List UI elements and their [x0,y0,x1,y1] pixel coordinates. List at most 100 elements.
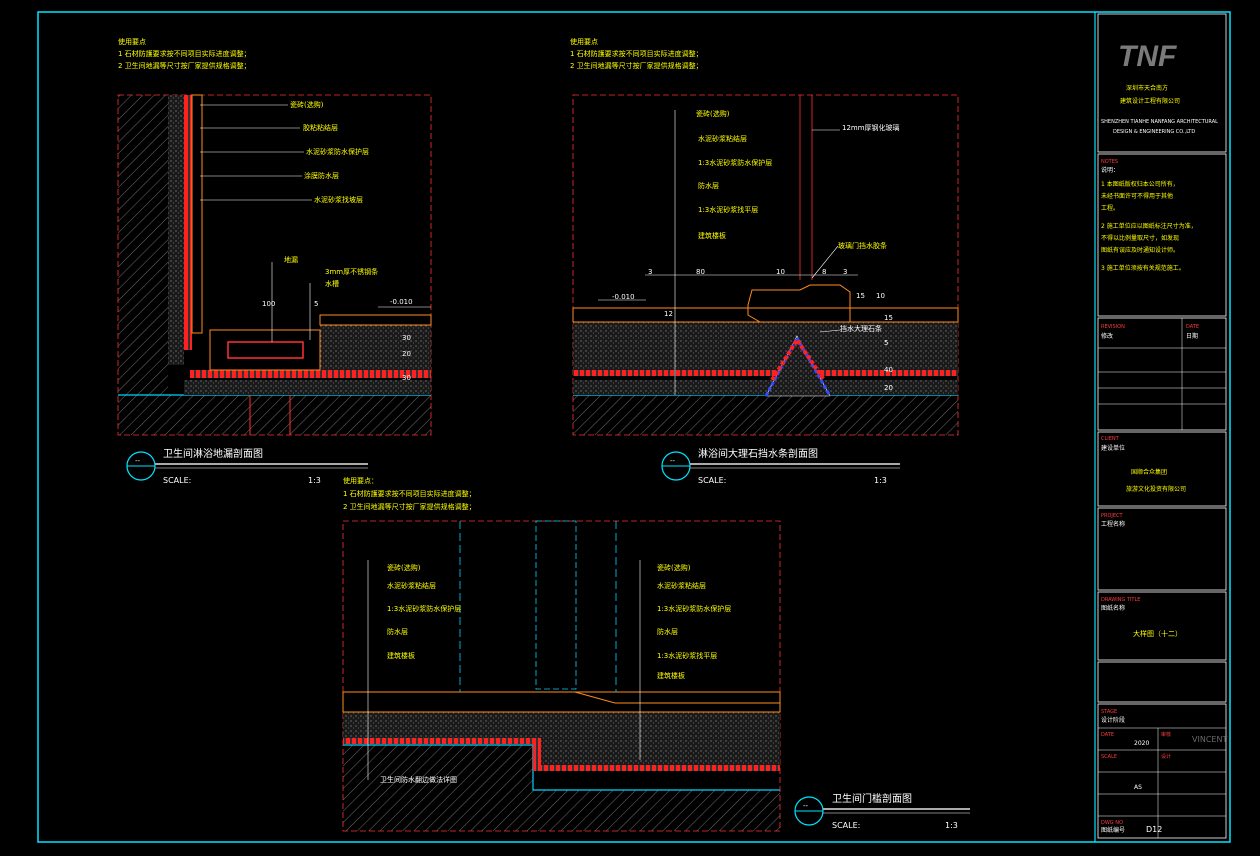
detail-3-notes-title: 使用要点： [343,476,378,485]
detail-1-note: 2 卫生间地漏等尺寸按厂家提供规格调整； [118,61,251,70]
tb-stage-sub: 设计阶段 [1101,716,1125,724]
detail-2-label: 1:3水泥砂浆防水保护层 [698,158,772,167]
detail-1-dim: 100 [262,300,275,308]
detail-2-dim: 10 [876,292,885,300]
detail-2-note: 2 卫生间地漏等尺寸按厂家提供规格调整； [570,61,703,70]
detail-2-scale-label: SCALE: [698,476,726,485]
detail-2-dim: 20 [884,384,893,392]
detail-1-label: 胶粘粘结层 [303,123,338,132]
tb-signature: VINCENT [1192,735,1227,744]
detail-3-right-label: 防水层 [657,627,678,636]
detail-3-right-label: 水泥砂浆粘结层 [657,581,706,590]
tb-client-name: 国顺合众集团 [1131,468,1167,476]
detail-2-label: 1:3水泥砂浆找平层 [698,205,758,214]
tb-revision-head: REVISION [1101,324,1125,330]
title-block: TNF 深圳市天合南方 建筑设计工程有限公司 SHENZHEN TIANHE N… [1097,13,1227,839]
detail-2-dim: 10 [776,268,785,276]
detail-3-right-label: 建筑楼板 [657,671,685,680]
detail-1-dim: 20 [402,350,411,358]
detail-3-note: 1 石材防護要求按不同项目实际进度调整； [343,489,476,498]
tb-number-label: DWG NO [1101,820,1123,826]
tb-client-sub: 建设单位 [1101,444,1125,452]
detail-3-left-label: 瓷砖(选购) [387,563,421,572]
tb-note: 2 施工单位应以图纸标注尺寸为准， [1101,222,1197,230]
detail-1-dim: 5 [314,300,318,308]
tb-project-sub: 工程名称 [1101,520,1125,528]
detail-3-tag: -- [803,802,809,810]
detail-3-right-label: 1:3水泥砂浆防水保护层 [657,604,731,613]
detail-2-label: 防水层 [698,181,719,190]
tb-client-head: CLIENT [1101,436,1120,442]
detail-3-left-label: 防水层 [387,627,408,636]
tb-number-value: D12 [1146,825,1162,834]
tb-stage-head: STAGE [1101,709,1117,715]
company-name-cn: 建筑设计工程有限公司 [1120,97,1180,105]
detail-2-level: -0.010 [612,293,635,301]
detail-3-scale-label: SCALE: [832,821,860,830]
detail-1-scale-label: SCALE: [163,476,191,485]
detail-1-dim: 30 [402,374,411,382]
tb-note: 1 本图纸版权归本公司所有， [1101,180,1179,188]
tb-note: 3 施工单位须按有关规范施工。 [1101,264,1185,272]
tb-notes-sub: 说明： [1101,166,1119,174]
tb-revision-sub: 修改 [1101,332,1113,340]
tb-date-value: 2020 [1134,740,1149,747]
detail-1-dim: 30 [402,334,411,342]
detail-2-dim: 5 [884,339,888,347]
detail-2-right-label: 玻璃门挡水胶条 [838,241,887,250]
detail-2-right-label: 挡水大理石条 [840,324,882,333]
company-name-en: SHENZHEN TIANHE NANFANG ARCHITECTURAL [1101,119,1218,125]
detail-3-bottom-label: 卫生间防水翻边做法详图 [380,775,457,784]
detail-1-scale: 1:3 [308,476,321,485]
detail-3-door-sill-section: 使用要点： 1 石材防護要求按不同项目实际进度调整； 2 卫生间地漏等尺寸按厂家… [342,476,970,832]
tb-scale-label: SCALE [1101,754,1117,760]
detail-3-note: 2 卫生间地漏等尺寸按厂家提供规格调整； [343,502,476,511]
detail-2-dim: 15 [884,314,893,322]
detail-2-scale: 1:3 [874,476,887,485]
tb-date-sub: 日期 [1186,332,1198,340]
tb-note: 工程。 [1101,204,1119,212]
detail-1-label: 地漏 [284,255,298,264]
company-logo: TNF [1118,40,1177,73]
tb-drawing-title: 大样图（十二） [1133,629,1182,638]
tb-checked-label: 审核 [1161,731,1171,738]
detail-1-title: 卫生间淋浴地漏剖面图 [163,447,263,460]
detail-1-notes-title: 使用要点 [118,37,146,46]
detail-1-label: 水泥砂浆找坡层 [314,195,363,204]
detail-2-dim: 15 [856,292,865,300]
tb-notes-head: NOTES [1101,159,1118,165]
detail-2-title: 淋浴间大理石挡水条剖面图 [698,447,818,460]
tb-drawing-sub: 图纸名称 [1101,604,1125,612]
tb-date-head: DATE [1186,324,1199,330]
company-name-cn: 深圳市天合南方 [1126,84,1168,92]
detail-1-label: 水泥砂浆防水保护层 [306,147,369,156]
detail-2-dim: 80 [696,268,705,276]
detail-1-floor-drain-section: 使用要点 1 石材防護要求按不同项目实际进度调整； 2 卫生间地漏等尺寸按厂家提… [117,37,432,485]
detail-1-label: 3mm厚不锈钢条 [325,267,378,276]
tb-scale-value: AS [1134,784,1142,791]
company-logo-icon: TNF [1118,40,1177,73]
detail-2-label: 瓷砖(选购) [696,109,730,118]
outer-frame [37,11,1231,843]
detail-1-note: 1 石材防護要求按不同项目实际进度调整； [118,49,251,58]
tb-date-label: DATE [1101,732,1114,738]
tb-drawing-head: DRAWING TITLE [1101,597,1140,603]
detail-2-label: 水泥砂浆粘结层 [698,134,747,143]
detail-1-label: 涂膜防水层 [304,171,339,180]
detail-3-left-label: 1:3水泥砂浆防水保护层 [387,604,461,613]
detail-1-tag: -- [135,457,141,465]
detail-3-right-label: 1:3水泥砂浆找平层 [657,651,717,660]
detail-2-notes-title: 使用要点 [570,37,598,46]
detail-3-right-label: 瓷砖(选购) [657,563,691,572]
tb-client-name: 旅游文化投资有限公司 [1126,485,1186,493]
detail-3-title: 卫生间门槛剖面图 [832,792,912,805]
detail-2-dim: 12 [664,310,673,318]
detail-2-label: 建筑楼板 [698,231,726,240]
tb-note: 图纸有误应及时通知设计师。 [1101,246,1179,254]
detail-2-marble-threshold-section: 使用要点 1 石材防護要求按不同项目实际进度调整； 2 卫生间地漏等尺寸按厂家提… [570,37,959,485]
tb-drawn-label: 设计 [1161,753,1171,760]
tb-note: 未经书面许可不得用于其他 [1101,192,1173,200]
detail-1-label: 水槽 [325,279,339,288]
detail-2-tag: -- [670,457,676,465]
detail-2-dim: 3 [843,268,847,276]
